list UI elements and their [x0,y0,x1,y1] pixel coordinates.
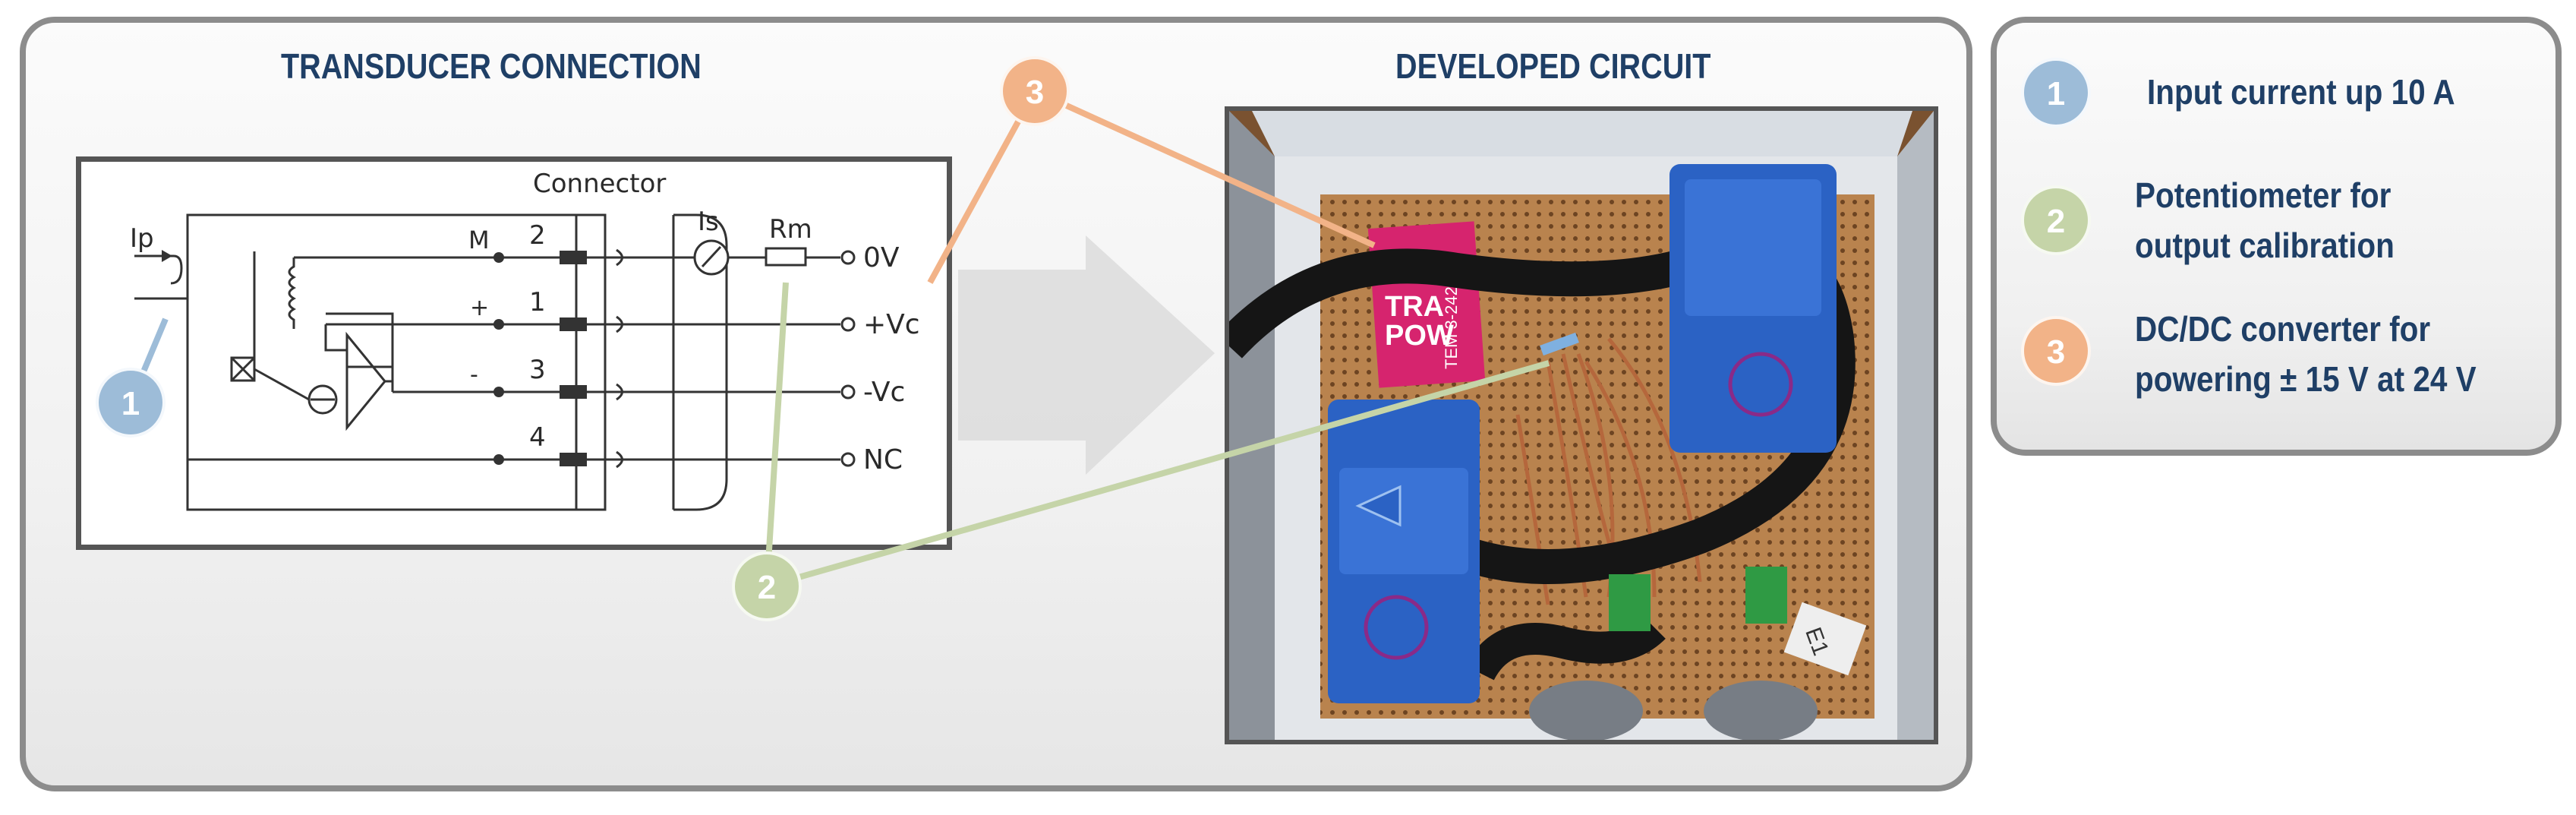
converter-text-1: TRA [1385,291,1444,323]
pin-label-plus: + [470,295,489,321]
circuit-photo: TRA POW TEM 3-242 E1 [1225,106,1938,744]
terminal-minus-vc: -Vc [863,377,905,408]
terminal-0v: 0V [863,242,900,273]
pin-number-2: 2 [529,220,546,251]
pin-number-3: 3 [529,355,546,385]
developed-circuit-title: DEVELOPED CIRCUIT [1395,46,1711,86]
legend-item-2-line-1: Potentiometer for [2135,175,2392,215]
connector-label: Connector [533,169,666,199]
pin-number-4: 4 [529,422,546,453]
is-label: Is [698,207,719,237]
legend-item-2: Potentiometer for output calibration [2135,170,2429,270]
transducer-schematic: Connector Ip Is Rm M + - 2 1 3 4 0V +Vc … [76,156,952,550]
ip-label: Ip [130,223,154,254]
pin-number-1: 1 [529,287,546,317]
transducer-connection-title: TRANSDUCER CONNECTION [281,46,702,86]
converter-text-3: TEM 3-242 [1442,286,1461,369]
terminal-plus-vc: +Vc [863,309,920,340]
rm-label: Rm [769,214,812,245]
legend-item-3-line-2: powering ± 15 V at 24 V [2135,359,2477,399]
pin-label-m: M [468,226,490,254]
converter-text-2: POW [1385,320,1454,352]
legend-item-1: Input current up 10 A [2147,67,2497,117]
pin-label-minus: - [470,362,478,388]
legend-item-2-line-2: output calibration [2135,226,2395,265]
legend-item-3: DC/DC converter for powering ± 15 V at 2… [2135,304,2523,404]
legend-item-1-line-1: Input current up 10 A [2147,72,2455,112]
legend-item-3-line-1: DC/DC converter for [2135,309,2431,349]
terminal-nc: NC [863,444,903,475]
